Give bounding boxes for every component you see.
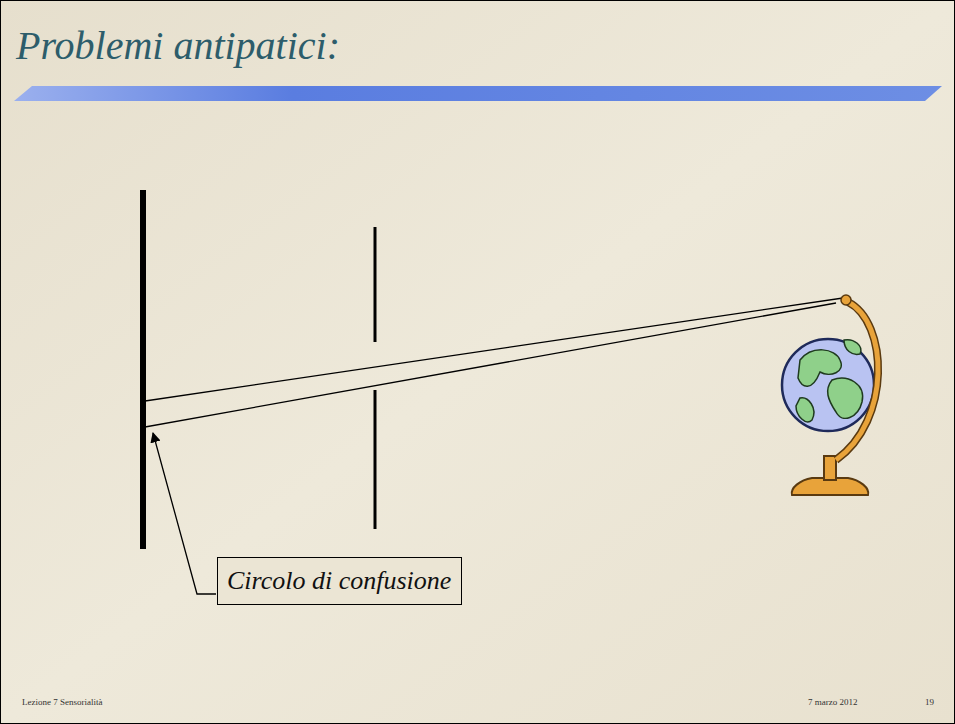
light-ray <box>145 303 836 427</box>
footer-text: Lezione 7 Sensorialità <box>22 697 102 707</box>
aperture-wall <box>374 227 377 342</box>
title-bar <box>14 86 942 101</box>
callout-box: Circolo di confusione <box>217 557 462 605</box>
footer-text: 19 <box>925 697 934 707</box>
globe-icon <box>782 295 878 495</box>
light-ray <box>145 298 843 401</box>
leader-line <box>153 433 216 594</box>
aperture-wall <box>374 390 377 529</box>
slide-title: Problemi antipatici: <box>16 22 340 70</box>
screen-line <box>140 190 146 549</box>
callout-text: Circolo di confusione <box>227 565 452 596</box>
footer-text: 7 marzo 2012 <box>808 697 858 707</box>
